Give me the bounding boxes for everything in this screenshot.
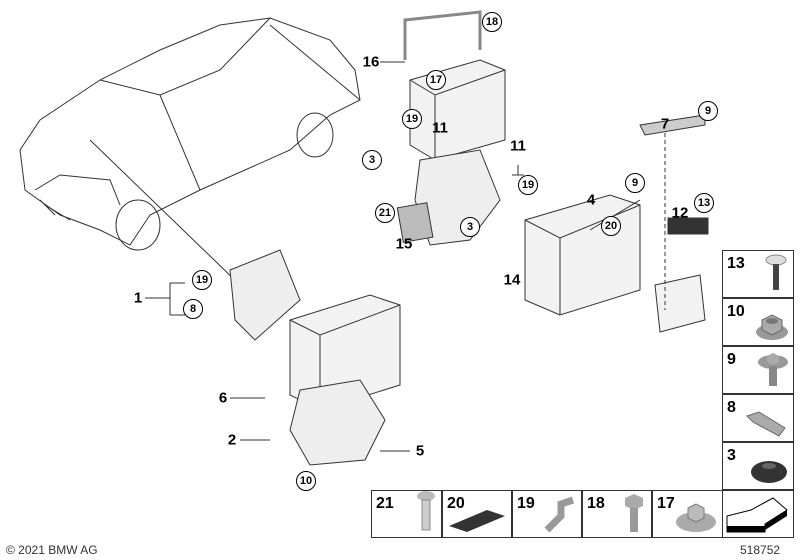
part-number: 18 [587,495,605,512]
flange-nut-icon [676,503,716,532]
grommet-icon [751,461,787,483]
callout-2: 2 [227,431,237,449]
part-number: 8 [727,399,736,416]
arrow-icon [726,497,788,533]
hex-nut-icon [756,314,788,340]
diagram-id: 518752 [740,543,781,557]
circled-callout-17: 17 [426,70,446,90]
circled-callout-9: 9 [625,173,645,193]
part-number: 20 [447,495,465,512]
circled-callout-19: 19 [402,109,422,129]
circled-callout-8: 8 [183,299,203,319]
circled-callout-19: 19 [192,270,212,290]
circled-callout-20: 20 [601,216,621,236]
callout-4: 4 [586,191,596,209]
callout-11: 11 [432,119,448,137]
callout-6: 6 [218,389,228,407]
part-cell-9[interactable]: 9 [722,346,794,394]
callout-11: 11 [510,137,526,155]
leader-lines [145,61,666,452]
part-number: 17 [657,495,675,512]
part-number: 3 [727,447,736,464]
circled-callout-13: 13 [694,193,714,213]
part-cell-10[interactable]: 10 [722,298,794,346]
callout-16: 16 [362,53,380,71]
circled-callout-3: 3 [460,217,480,237]
part-cell-3[interactable]: 3 [722,442,794,490]
circled-callout-21: 21 [375,203,395,223]
circled-callout-10: 10 [296,471,316,491]
part-number: 21 [376,495,394,512]
part-cell-18[interactable]: 18 [582,490,652,538]
circled-callout-18: 18 [482,12,502,32]
screw-icon [765,254,787,290]
part-cell-19[interactable]: 19 [512,490,582,538]
battery-top [403,10,506,161]
circled-callout-3: 3 [362,150,382,170]
car-outline [19,17,361,286]
part-cell-20[interactable]: 20 [442,490,512,538]
copyright: © 2021 BMW AG [6,543,98,557]
callout-5: 5 [415,442,425,460]
callout-15: 15 [395,235,413,253]
part-cell-arrow[interactable] [722,490,794,538]
part-cell-17[interactable]: 17 [652,490,723,538]
circled-callout-19: 19 [518,175,538,195]
circled-callout-9: 9 [698,101,718,121]
part-number: 9 [727,351,736,368]
elbow-vent-icon [544,496,575,533]
callout-1: 1 [133,289,143,307]
hex-bolt-icon [625,494,643,532]
part-cell-13[interactable]: 13 [722,250,794,298]
collar-bolt-icon [758,353,788,386]
part-number: 19 [517,495,535,512]
callout-7: 7 [660,115,670,133]
part-number: 13 [727,255,745,272]
callout-12: 12 [671,204,689,222]
expanding-rivet-icon [417,491,435,531]
part-cell-21[interactable]: 21 [371,490,442,538]
part-number: 10 [727,303,745,320]
part-cell-8[interactable]: 8 [722,394,794,442]
pad-icon [449,510,505,532]
callout-14: 14 [503,271,521,289]
cable-clip-icon [746,411,786,437]
